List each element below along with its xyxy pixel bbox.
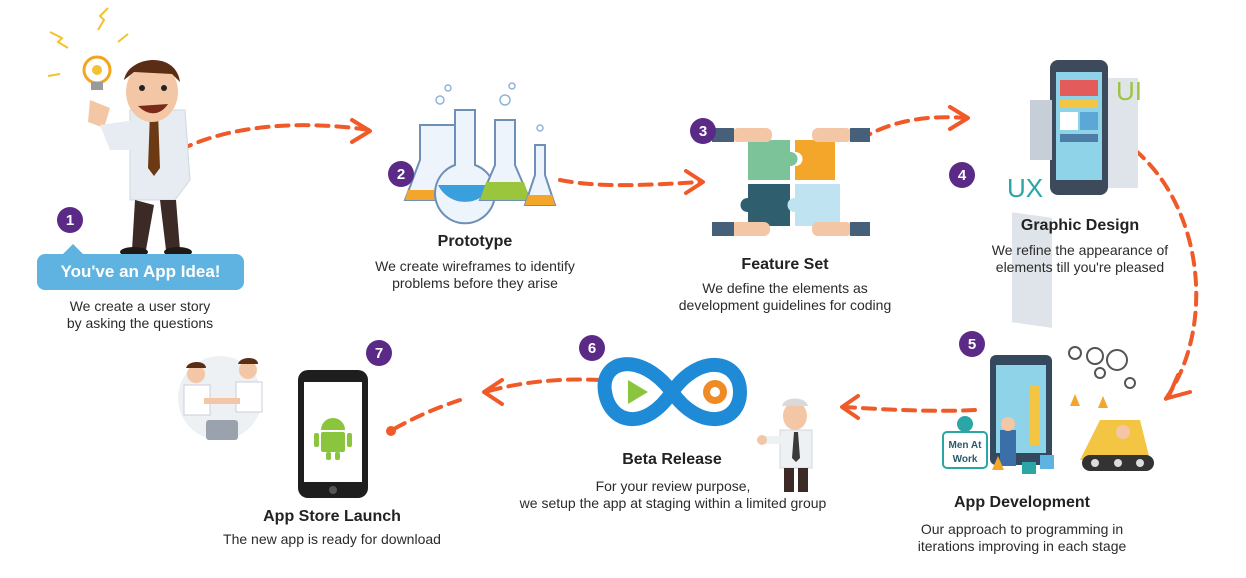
step-6-number: 6 <box>579 335 605 361</box>
step-4-desc-line2: elements till you're pleased <box>995 259 1165 275</box>
step-7-number: 7 <box>366 340 392 366</box>
step-2-desc-line1: We create wireframes to identify <box>375 258 575 274</box>
end-dot <box>386 426 396 436</box>
step-6-title: Beta Release <box>622 451 722 468</box>
android-icon <box>314 418 352 460</box>
presenter-man <box>757 398 813 492</box>
step-7-desc-line1: The new app is ready for download <box>223 531 441 547</box>
ui-label: UI <box>1116 76 1142 106</box>
step-3-desc-line2: development guidelines for coding <box>678 297 892 313</box>
beta-release-infinity-illustration <box>597 357 813 492</box>
ux-label: UX <box>1007 173 1043 203</box>
step-5-title: App Development <box>953 494 1090 511</box>
step-6-desc-line2: we setup the app at staging within a lim… <box>519 495 827 511</box>
app-store-launch-illustration <box>178 356 368 498</box>
arrowhead-2 <box>350 118 372 144</box>
step-1-desc-line2: by asking the questions <box>66 315 214 331</box>
idea-bubble: You've an App Idea! <box>37 244 244 290</box>
connector-7-end <box>390 398 462 432</box>
step-5-desc-line1: Our approach to programming in <box>920 521 1124 537</box>
connector-1-2 <box>178 123 372 152</box>
arrowhead-4 <box>948 105 970 131</box>
step-6-desc-line1: For your review purpose, <box>595 478 751 494</box>
connector-2-3 <box>558 178 702 188</box>
step-3-title: Feature Set <box>741 256 829 273</box>
app-development-construction-illustration: Men At Work <box>942 346 1154 474</box>
connector-5-6 <box>843 405 977 413</box>
men-at-work-line2: Work <box>953 454 978 465</box>
step-1-desc-line1: We create a user story <box>69 298 211 314</box>
idea-man-illustration <box>47 7 192 257</box>
step-4-title: Graphic Design <box>1020 217 1140 234</box>
step-4-number: 4 <box>949 162 975 188</box>
feature-set-puzzle-illustration <box>712 128 870 236</box>
arrowhead-7 <box>482 378 504 406</box>
step-3-number: 3 <box>690 118 716 144</box>
arrowhead-6 <box>840 394 860 420</box>
step-2-desc-line2: problems before they arise <box>392 275 558 291</box>
step-1-number: 1 <box>57 207 83 233</box>
step-2-number: 2 <box>388 161 414 187</box>
connector-6-7 <box>483 377 602 394</box>
step-4-desc-line1: We refine the appearance of <box>991 242 1169 258</box>
arrowhead-5 <box>1166 373 1192 400</box>
step-7-title: App Store Launch <box>263 508 401 525</box>
graphic-design-devices-illustration: UI UX <box>1007 60 1142 328</box>
step-2-title: Prototype <box>437 233 513 250</box>
step-5-desc-line2: iterations improving in each stage <box>917 538 1127 554</box>
men-at-work-line1: Men At <box>949 440 983 451</box>
step-3-desc-line1: We define the elements as <box>702 280 868 296</box>
prototype-flasks-illustration <box>403 82 557 225</box>
step-5-number: 5 <box>959 331 985 357</box>
arrowhead-3 <box>684 169 705 195</box>
connector-4-5 <box>1133 148 1199 402</box>
step-1-title: You've an App Idea! <box>60 262 221 281</box>
